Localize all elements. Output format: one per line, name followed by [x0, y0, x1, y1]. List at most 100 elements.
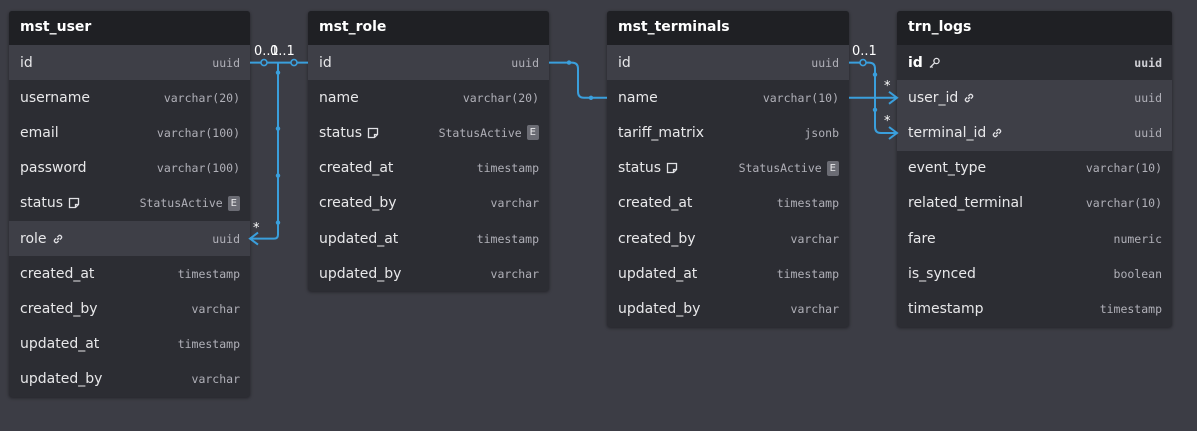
field-name: event_type — [908, 160, 986, 176]
field-type-text: varchar(20) — [163, 90, 240, 105]
field-row-created-at[interactable]: created_at timestamp — [9, 256, 250, 291]
field-type: uuid — [1134, 91, 1162, 105]
field-name: id — [908, 55, 941, 71]
field-name: created_at — [20, 266, 94, 282]
field-type-text: uuid — [212, 231, 240, 246]
field-name: status — [618, 160, 678, 176]
field-type-text: timestamp — [177, 266, 240, 281]
field-name: password — [20, 160, 86, 176]
field-row-id[interactable]: id uuid — [897, 45, 1172, 80]
field-row-password[interactable]: password varchar(100) — [9, 151, 250, 186]
enum-badge[interactable]: E — [227, 195, 240, 211]
field-name: updated_by — [618, 301, 700, 317]
field-name: username — [20, 90, 90, 106]
field-name-text: id — [20, 54, 33, 71]
field-type-text: timestamp — [1099, 301, 1162, 316]
field-name-text: created_by — [319, 195, 397, 212]
note-icon — [68, 197, 80, 209]
field-name-text: created_by — [618, 230, 696, 247]
field-type: varchar(100) — [157, 161, 240, 175]
field-type-text: timestamp — [776, 266, 839, 281]
field-row-created-by[interactable]: created_by varchar — [308, 186, 549, 221]
field-name-text: is_synced — [908, 265, 976, 282]
field-type-text: varchar(10) — [1085, 161, 1162, 176]
field-name: updated_by — [319, 266, 401, 282]
field-row-id[interactable]: id uuid — [9, 45, 250, 81]
table-title[interactable]: mst_user — [9, 11, 250, 45]
field-row-updated-by[interactable]: updated_by varchar — [9, 362, 250, 397]
field-row-status[interactable]: status StatusActive E — [9, 186, 250, 221]
field-name-text: created_at — [319, 160, 394, 177]
field-type: varchar — [192, 302, 240, 316]
field-name: id — [20, 55, 33, 71]
field-type-text: uuid — [212, 55, 240, 70]
field-type: jsonb — [804, 126, 839, 140]
field-type: varchar(10) — [1086, 161, 1162, 175]
table-title[interactable]: mst_role — [308, 11, 549, 45]
field-row-event-type[interactable]: event_type varchar(10) — [897, 151, 1172, 186]
field-row-is-synced[interactable]: is_synced boolean — [897, 256, 1172, 291]
enum-badge[interactable]: E — [826, 160, 839, 176]
field-type: numeric — [1114, 232, 1162, 246]
table-title[interactable]: mst_terminals — [607, 11, 849, 45]
field-type-text: varchar — [790, 301, 839, 316]
field-row-created-by[interactable]: created_by varchar — [607, 221, 849, 256]
field-row-created-by[interactable]: created_by varchar — [9, 291, 250, 326]
field-row-updated-by[interactable]: updated_by varchar — [607, 291, 849, 326]
field-row-fare[interactable]: fare numeric — [897, 221, 1172, 256]
field-name: created_by — [20, 301, 98, 317]
field-row-username[interactable]: username varchar(20) — [9, 80, 250, 115]
field-name-text: created_by — [20, 300, 98, 317]
field-type: varchar — [791, 232, 839, 246]
field-name: name — [618, 90, 658, 106]
field-type-text: uuid — [511, 55, 539, 70]
note-icon — [367, 127, 379, 139]
table-title[interactable]: trn_logs — [897, 11, 1172, 45]
field-name-text: username — [20, 89, 90, 106]
link-icon — [991, 127, 1003, 139]
enum-badge[interactable]: E — [526, 125, 539, 141]
field-type: timestamp — [178, 337, 240, 351]
field-type-text: StatusActive — [139, 196, 223, 211]
field-row-timestamp[interactable]: timestamp timestamp — [897, 291, 1172, 326]
field-type-text: timestamp — [177, 337, 240, 352]
field-type-text: varchar(100) — [156, 125, 240, 140]
field-name: status — [20, 195, 80, 211]
field-type: varchar — [791, 302, 839, 316]
field-type: varchar — [192, 372, 240, 386]
field-type: uuid — [1134, 56, 1162, 70]
field-name: updated_at — [319, 231, 398, 247]
field-name-text: status — [618, 160, 662, 177]
field-name: timestamp — [908, 301, 984, 317]
field-name-text: name — [618, 89, 658, 106]
field-type-text: varchar — [490, 196, 539, 211]
field-type-text: boolean — [1113, 266, 1162, 281]
field-name-text: updated_by — [20, 371, 103, 388]
field-name-text: fare — [908, 230, 936, 247]
field-type: varchar(100) — [157, 126, 240, 140]
